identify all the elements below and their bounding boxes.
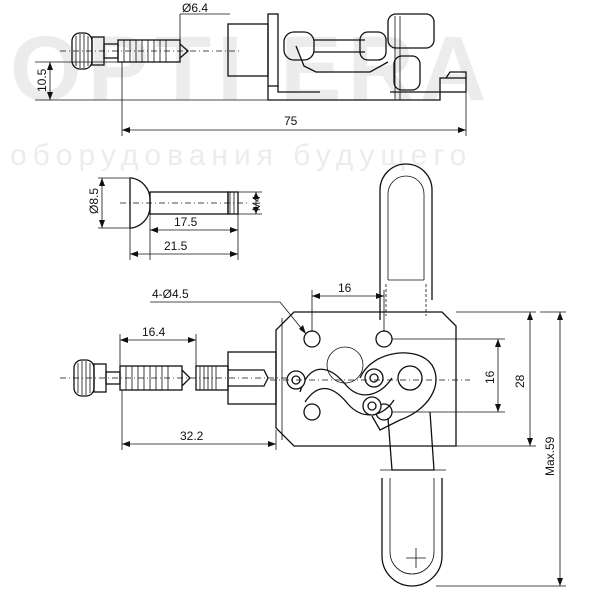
- top-view: Ø6.4 10.5 75: [35, 1, 467, 136]
- top-view-dimensions: Ø6.4 10.5 75: [35, 1, 467, 136]
- dim-plunger-dia: Ø8.5: [87, 188, 101, 214]
- dim-max-height: Max.59: [543, 436, 557, 476]
- dim-thread: M4: [251, 196, 263, 211]
- mechanism: [270, 346, 470, 431]
- dim-plunger-len: 21.5: [164, 239, 188, 253]
- dim-overall-length: 75: [284, 114, 298, 128]
- dim-hole-spacing-v: 16: [483, 370, 497, 384]
- watermark-tagline: оборудования будущего: [10, 139, 472, 172]
- watermark: OPTI ERA оборудования будущего: [10, 18, 486, 172]
- front-view-dimensions: 16 4-Ø4.5 16.4 32.2 16 28: [119, 281, 566, 587]
- dim-holes: 4-Ø4.5: [152, 287, 189, 301]
- dim-top-height: 10.5: [35, 68, 49, 92]
- threaded-rod-top: [60, 39, 240, 63]
- dim-top-bolt-dia: Ø6.4: [182, 1, 208, 15]
- dim-plunger-thread-len: 17.5: [174, 215, 198, 229]
- dim-hole-spacing-h: 16: [338, 281, 352, 295]
- plunger-detail: Ø8.5 M4 17.5 21.5: [87, 177, 263, 260]
- dim-base-height: 28: [513, 374, 527, 388]
- base-plate: [275, 311, 457, 447]
- handle-upright: [379, 163, 433, 320]
- housing-top: [227, 13, 441, 101]
- front-bolt: [60, 351, 290, 405]
- handle-lever: [380, 411, 446, 587]
- linkage-top: [283, 13, 467, 100]
- dim-bolt-len: 16.4: [142, 325, 166, 339]
- front-view: 16 4-Ø4.5 16.4 32.2 16 28: [60, 163, 566, 587]
- dim-bolt-total: 32.2: [180, 429, 204, 443]
